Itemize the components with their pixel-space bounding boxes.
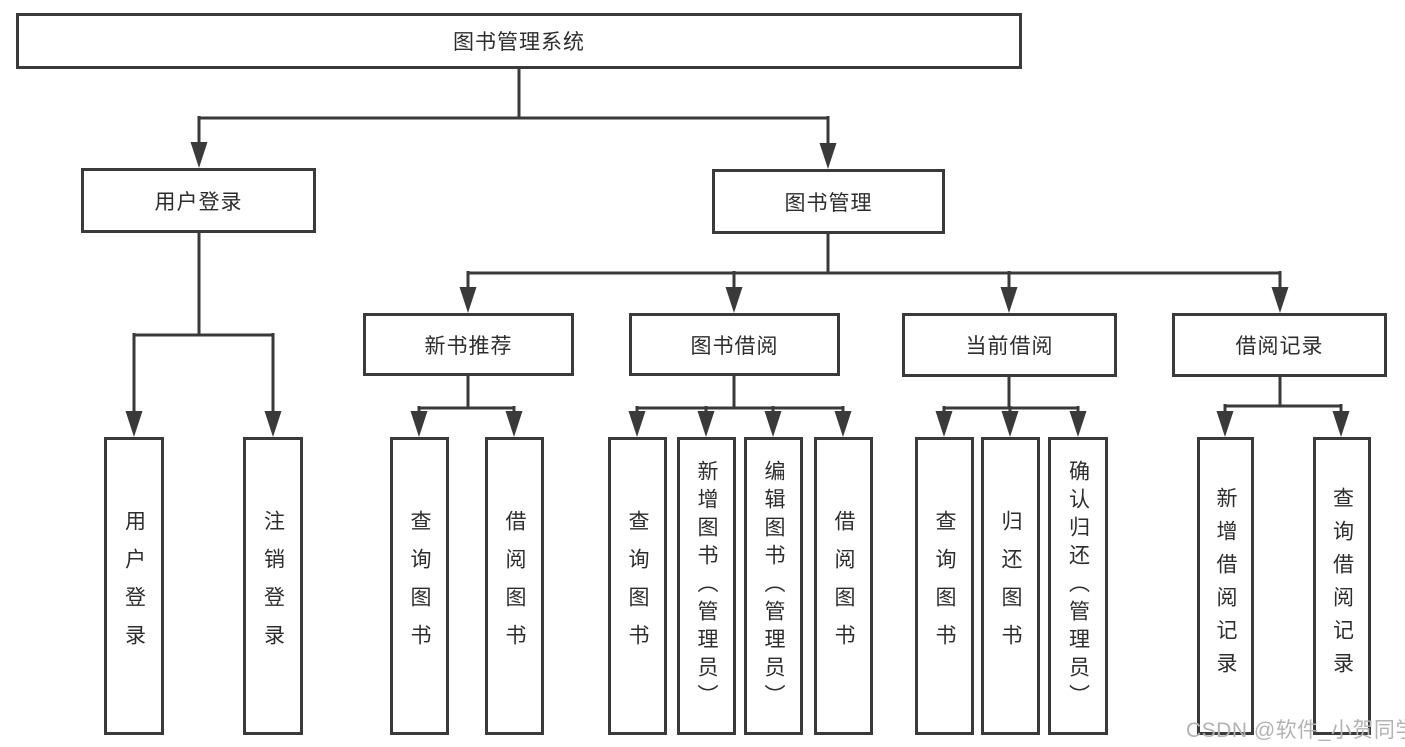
node-root-system-label: 图书管理系统 xyxy=(453,31,585,54)
node-book-borrow-label: 图书借阅 xyxy=(690,334,779,358)
connector-borrow-records-to-leaves xyxy=(1216,377,1350,437)
node-user-login: 用户登录 xyxy=(81,168,316,233)
leaf-borrow-books-2-label: 借阅图书 xyxy=(832,510,855,662)
leaf-logout: 注销登录 xyxy=(243,437,303,735)
node-new-books-label: 新书推荐 xyxy=(424,334,513,358)
leaf-edit-books-admin: 编辑图书（管理员） xyxy=(744,437,803,735)
connector-book-borrow-to-leaves xyxy=(628,376,852,437)
leaf-query-books-1-label: 查询图书 xyxy=(408,510,431,662)
leaf-query-books-2-label: 查询图书 xyxy=(626,510,649,662)
leaf-user-login-label: 用户登录 xyxy=(122,510,146,662)
connector-book-management-to-level3 xyxy=(459,234,1289,313)
leaf-logout-label: 注销登录 xyxy=(261,510,285,662)
leaf-add-borrow-record: 新增借阅记录 xyxy=(1197,437,1254,735)
connector-current-borrow-to-leaves xyxy=(935,377,1087,437)
connector-root-to-level2 xyxy=(190,69,837,169)
leaf-return-books-label: 归还图书 xyxy=(999,510,1022,662)
node-user-login-label: 用户登录 xyxy=(154,190,243,214)
leaf-query-books-2: 查询图书 xyxy=(608,437,667,735)
leaf-add-books-admin-label: 新增图书（管理员） xyxy=(695,460,718,712)
node-borrow-records: 借阅记录 xyxy=(1172,313,1387,377)
leaf-borrow-books-1: 借阅图书 xyxy=(485,437,544,735)
leaf-confirm-return-admin: 确认归还（管理员） xyxy=(1048,437,1108,735)
node-book-management-label: 图书管理 xyxy=(784,191,873,215)
watermark: CSDN @软件_小贺同学 xyxy=(1186,719,1405,742)
leaf-confirm-return-admin-label: 确认归还（管理员） xyxy=(1066,460,1090,712)
leaf-borrow-books-1-label: 借阅图书 xyxy=(503,510,526,662)
connector-new-books-to-leaves xyxy=(410,376,523,437)
node-book-management: 图书管理 xyxy=(712,169,945,234)
leaf-add-books-admin: 新增图书（管理员） xyxy=(677,437,736,735)
leaf-return-books: 归还图书 xyxy=(981,437,1040,735)
leaf-borrow-books-2: 借阅图书 xyxy=(814,437,873,735)
leaf-query-books-3: 查询图书 xyxy=(915,437,974,735)
node-book-borrow: 图书借阅 xyxy=(629,313,840,376)
node-new-books: 新书推荐 xyxy=(363,313,574,376)
node-borrow-records-label: 借阅记录 xyxy=(1235,335,1324,358)
leaf-user-login: 用户登录 xyxy=(104,437,164,735)
node-current-borrow: 当前借阅 xyxy=(902,313,1117,377)
leaf-query-borrow-record-label: 查询借阅记录 xyxy=(1330,487,1354,685)
node-current-borrow-label: 当前借阅 xyxy=(965,335,1054,358)
leaf-query-borrow-record: 查询借阅记录 xyxy=(1313,437,1371,735)
leaf-query-books-1: 查询图书 xyxy=(390,437,449,735)
leaf-query-books-3-label: 查询图书 xyxy=(933,510,956,662)
connector-user-login-to-leaves xyxy=(125,233,282,437)
node-root-system: 图书管理系统 xyxy=(16,13,1022,69)
leaf-edit-books-admin-label: 编辑图书（管理员） xyxy=(762,460,785,712)
leaf-add-borrow-record-label: 新增借阅记录 xyxy=(1214,487,1237,685)
